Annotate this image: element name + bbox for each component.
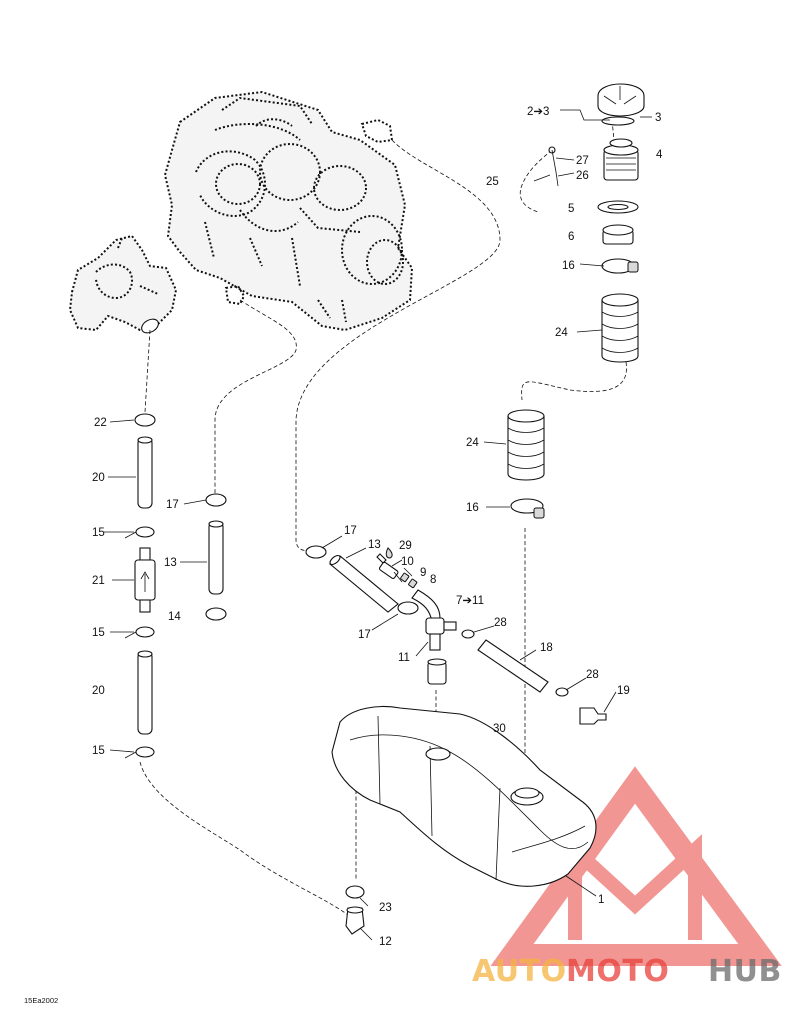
vent-valve-19: [579, 707, 607, 725]
callout-29: 29: [399, 540, 412, 552]
callout-23: 23: [379, 902, 392, 914]
tether-25: [519, 146, 559, 213]
clamp-16-top: [601, 258, 639, 274]
fuel-tank-1: [331, 705, 597, 887]
callout-12: 12: [379, 936, 392, 948]
callout-9: 9: [420, 567, 426, 579]
gasket-5: [597, 200, 639, 214]
callout-17-left: 17: [166, 499, 179, 511]
callout-21: 21: [92, 575, 105, 587]
callout-15-b: 15: [92, 627, 105, 639]
clamp-22: [134, 413, 156, 427]
watermark-moto: MOTO: [566, 954, 669, 989]
pickup-12: [345, 906, 365, 935]
callout-6: 6: [568, 231, 574, 243]
callout-16-top: 16: [562, 260, 575, 272]
callout-1: 1: [598, 894, 604, 906]
clamp-15-a: [124, 526, 155, 539]
inline-parts-8-10: [376, 553, 418, 589]
callout-13-left: 13: [164, 557, 177, 569]
fuel-filter-21: [134, 547, 156, 613]
callout-8: 8: [430, 574, 436, 586]
engine-fitting-top: [360, 118, 394, 144]
callout-28-a: 28: [494, 617, 507, 629]
callout-7-11: 7➔11: [456, 595, 484, 607]
hose-13-vertical: [208, 520, 224, 595]
engine-outline: [163, 90, 414, 332]
hose-20-lower: [137, 650, 153, 735]
drop-29: [385, 547, 393, 559]
filler-neck: [603, 138, 639, 181]
fuel-cap: [597, 83, 645, 126]
watermark-hub: HUB: [708, 954, 782, 989]
callout-24-top: 24: [555, 327, 568, 339]
clamp-28-b: [555, 687, 569, 697]
clamp-16-mid: [510, 498, 545, 519]
hose-18: [477, 639, 549, 693]
callout-24-mid: 24: [466, 437, 479, 449]
watermark-auto: AUTO: [472, 954, 567, 989]
clamp-28-a: [461, 629, 475, 639]
hose-13-diagonal: [329, 554, 399, 613]
callout-15-a: 15: [92, 527, 105, 539]
clamp-17-a: [205, 493, 227, 507]
callout-20-upper: 20: [92, 472, 105, 484]
fuel-pump-outline: [68, 234, 178, 334]
grommet-23: [345, 885, 365, 899]
callout-20-lower: 20: [92, 685, 105, 697]
callout-18: 18: [540, 642, 553, 654]
engine-fitting-bottom: [224, 284, 246, 306]
callout-30: 30: [493, 723, 506, 735]
leader-lines: [104, 109, 652, 941]
clamp-17-c: [397, 601, 419, 615]
callout-11: 11: [398, 652, 410, 664]
figure-code: 15Ea2002: [24, 996, 58, 1005]
callout-27: 27: [576, 155, 589, 167]
valve-11: [411, 589, 457, 651]
callout-4: 4: [656, 149, 663, 161]
callout-10: 10: [401, 556, 414, 568]
callout-19: 19: [617, 685, 630, 697]
nut-6: [602, 224, 634, 245]
callout-17-center: 17: [344, 525, 357, 537]
watermark-logo: [490, 766, 782, 966]
clamp-17-b: [305, 545, 327, 559]
callout-16-mid: 16: [466, 502, 479, 514]
callout-labels: 2➔3 3 4 27 26 25 5 6 16 24 24 16 22 20 1…: [24, 106, 663, 1005]
callout-22: 22: [94, 417, 107, 429]
grommet-11: [427, 658, 447, 685]
watermark-text: AUTO MOTO HUB: [472, 954, 782, 989]
clamp-15-b: [124, 626, 155, 639]
clamp-15-c: [124, 746, 155, 759]
hose-20-upper: [137, 436, 153, 509]
clamp-14: [205, 607, 227, 621]
callout-28-b: 28: [586, 669, 599, 681]
callout-2-3: 2➔3: [527, 106, 549, 118]
callout-17-lower: 17: [358, 629, 371, 641]
callout-5: 5: [568, 203, 574, 215]
callout-26: 26: [576, 170, 589, 182]
callout-13-center: 13: [368, 539, 381, 551]
callout-14: 14: [168, 611, 181, 623]
filler-hose-24-top: [601, 293, 639, 363]
filler-hose-24-mid: [507, 409, 545, 481]
callout-25: 25: [486, 176, 499, 188]
callout-15-c: 15: [92, 745, 105, 757]
callout-3: 3: [655, 112, 661, 124]
